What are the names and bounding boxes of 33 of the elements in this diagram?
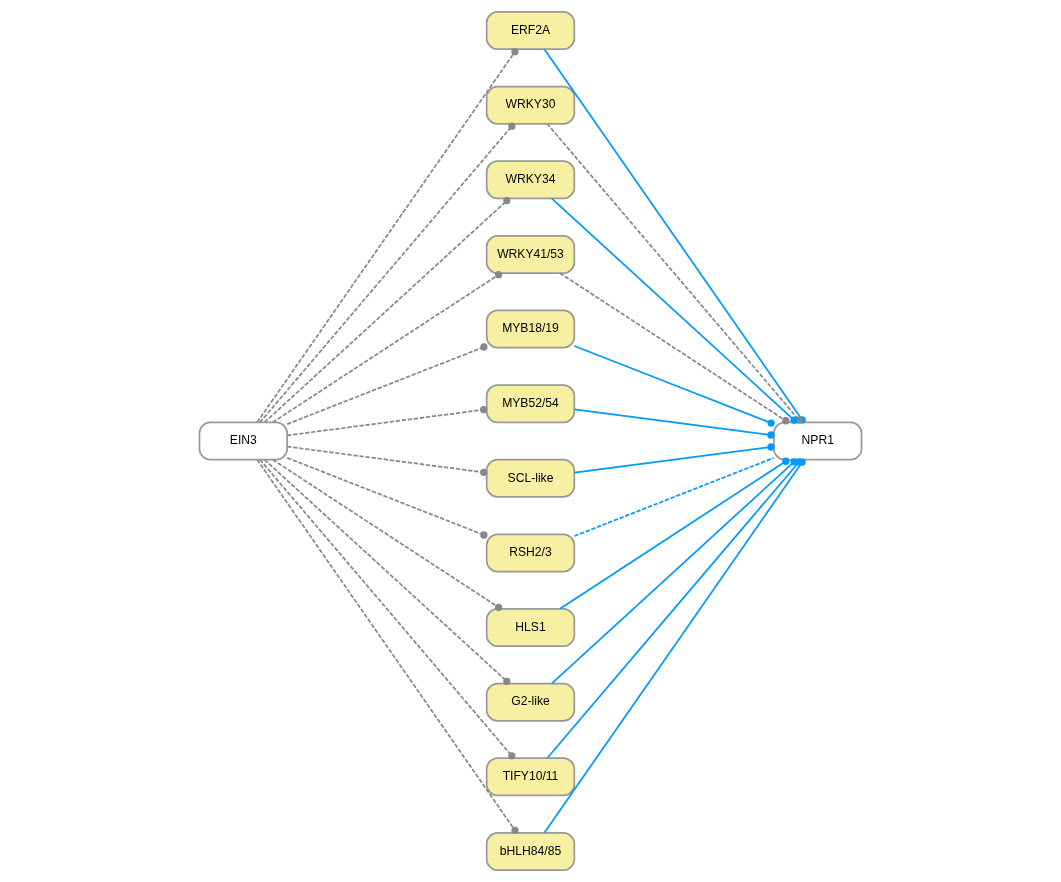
connector xyxy=(559,457,790,610)
connector xyxy=(256,48,519,424)
node-box: MYB18/19 xyxy=(485,309,576,349)
connector xyxy=(256,458,519,834)
connector xyxy=(286,445,488,476)
node-box: WRKY30 xyxy=(485,85,576,125)
connector xyxy=(286,457,488,539)
connector xyxy=(271,458,503,611)
node-box: WRKY34 xyxy=(485,160,576,200)
connector xyxy=(286,343,488,425)
node-box: NPR1 xyxy=(773,421,863,461)
node-box: TIFY10/11 xyxy=(485,757,576,797)
node-box: SCL-like xyxy=(485,458,576,498)
connector xyxy=(573,345,775,427)
connector xyxy=(263,197,511,424)
connector xyxy=(573,408,775,439)
node-box: WRKY41/53 xyxy=(485,234,576,274)
node-box: ERF2A xyxy=(485,11,576,51)
node-box: EIN3 xyxy=(198,421,288,461)
connector xyxy=(271,271,503,424)
node-box: G2-like xyxy=(485,682,576,722)
connector xyxy=(286,406,488,437)
connector xyxy=(551,197,798,424)
connector xyxy=(259,122,516,424)
connector xyxy=(263,458,511,685)
node-box: HLS1 xyxy=(485,608,576,648)
connector xyxy=(259,458,516,760)
connector xyxy=(573,457,775,537)
connector xyxy=(573,443,775,474)
connector xyxy=(559,272,790,425)
node-box: bHLH84/85 xyxy=(485,831,576,871)
node-box: MYB52/54 xyxy=(485,384,576,424)
node-box: RSH2/3 xyxy=(485,533,576,573)
